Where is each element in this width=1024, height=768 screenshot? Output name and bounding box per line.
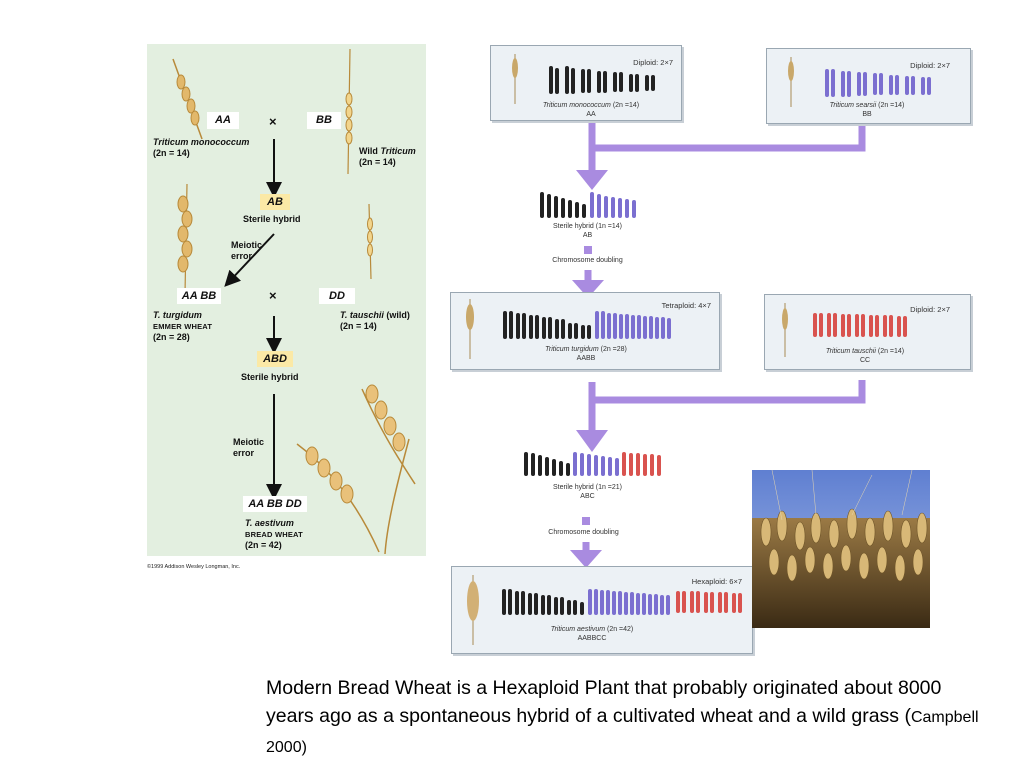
- turgidum-caption: Triticum turgidum (2n =28)AABB: [545, 346, 627, 362]
- tauschii-label: T. tauschii (wild)(2n = 14): [340, 310, 410, 331]
- arrowhead: [576, 170, 608, 190]
- ploidy-tag: Tetraploid: 4×7: [661, 301, 711, 310]
- sterile-hybrid-abc-caption: Sterile hybrid (1n =21)ABC: [552, 484, 623, 500]
- sterile-hybrid-label: Sterile hybrid: [243, 214, 301, 224]
- monococcum-label: Triticum monococcum(2n = 14): [153, 137, 250, 158]
- wheat-ear-icon: [466, 299, 474, 359]
- chromosomes-b: [825, 69, 931, 97]
- arrow-ab-to-aabb: [224, 233, 275, 287]
- monococcum-karyotype-box: Diploid: 2×7 Triticum monococcum (2n =14…: [490, 45, 682, 121]
- wheat-ear-icon: [788, 57, 794, 107]
- chromosome-doubling-label: Chromosome doubling: [552, 257, 623, 264]
- chromosomes-c: [813, 313, 907, 337]
- chromosome-doubling-label: Chromosome doubling: [548, 529, 619, 536]
- aestivum-caption: Triticum aestivum (2n =42)AABBCC: [550, 626, 634, 642]
- genome-box-dd: DD: [319, 288, 355, 304]
- doubling-marker: [582, 517, 590, 525]
- sterile-hybrid-ab-caption: Sterile hybrid (1n =14)AB: [552, 223, 623, 239]
- ploidy-tag: Hexaploid: 6×7: [691, 577, 742, 586]
- wheat-ear-wild-triticum: [345, 48, 353, 175]
- chromosomes-a: [549, 66, 655, 94]
- cross-symbol: ×: [269, 114, 277, 129]
- wheat-ear-icon: [782, 303, 788, 357]
- chromosomes-abc: [524, 452, 661, 476]
- monococcum-caption: Triticum monococcum (2n =14)AA: [542, 102, 640, 118]
- wheat-ear-tauschii: [367, 203, 373, 280]
- wheat-ear-icon: [512, 54, 518, 104]
- wheat-ear-turgidum: [177, 183, 193, 295]
- copyright-notice: ©1999 Addison Wesley Longman, Inc.: [147, 564, 241, 570]
- chromosomes-ab: [540, 192, 636, 218]
- genome-box-abd: ABD: [257, 351, 293, 367]
- wheat-evolution-panel: AA × BB Triticum monococcum(2n = 14) Wil…: [147, 44, 426, 556]
- ploidy-tag: Diploid: 2×7: [910, 61, 950, 70]
- aestivum-karyotype-box: Hexaploid: 6×7: [451, 566, 753, 654]
- wheat-ear-aestivum: [296, 384, 416, 555]
- chromosomes-aabbcc: [502, 589, 742, 615]
- wheat-field-illustration: [752, 470, 930, 628]
- arrow-merge-abc: [588, 380, 866, 440]
- ploidy-tag: Diploid: 2×7: [910, 305, 950, 314]
- arrowhead: [576, 430, 608, 452]
- tauschii-caption: Triticum tauschii (2n =14)CC: [825, 348, 905, 364]
- tauschii-karyotype-box: Diploid: 2×7 Triticum tauschii (2n =14)C…: [764, 294, 971, 370]
- arrowhead: [570, 550, 602, 568]
- cross-symbol: ×: [269, 288, 277, 303]
- wild-triticum-label: Wild Triticum(2n = 14): [359, 146, 416, 167]
- left-panel-arrows: [172, 48, 416, 555]
- genome-box-ab: AB: [260, 194, 290, 210]
- sterile-hybrid-label: Sterile hybrid: [241, 372, 299, 382]
- slide-caption: Modern Bread Wheat is a Hexaploid Plant …: [266, 677, 979, 756]
- ploidy-tag: Diploid: 2×7: [633, 58, 673, 67]
- genome-box-aabb: AA BB: [177, 288, 221, 304]
- arrow-merge-ab: [588, 118, 866, 178]
- arrowhead: [572, 280, 604, 298]
- turgidum-karyotype-box: Tetraploid: 4×7 Triticum turgidum (2n =2…: [450, 292, 720, 370]
- chromosomes-aabb: [503, 311, 671, 339]
- wheat-ear-icon: [467, 575, 479, 645]
- searsii-karyotype-box: Diploid: 2×7 Triticum searsii (2n =14)BB: [766, 48, 971, 124]
- searsii-caption: Triticum searsii (2n =14)BB: [829, 102, 905, 118]
- doubling-marker: [584, 246, 592, 254]
- turgidum-label: T. turgidumEmmer wheat(2n = 28): [153, 310, 213, 342]
- wheat-field-photo: [752, 470, 930, 628]
- aestivum-label: T. aestivumBread wheat(2n = 42): [245, 518, 303, 550]
- genome-box-bb: BB: [307, 112, 341, 129]
- genome-box-aabbdd: AA BB DD: [243, 496, 307, 512]
- genome-box-aa: AA: [207, 112, 239, 129]
- wheat-ear-monococcum: [172, 58, 203, 140]
